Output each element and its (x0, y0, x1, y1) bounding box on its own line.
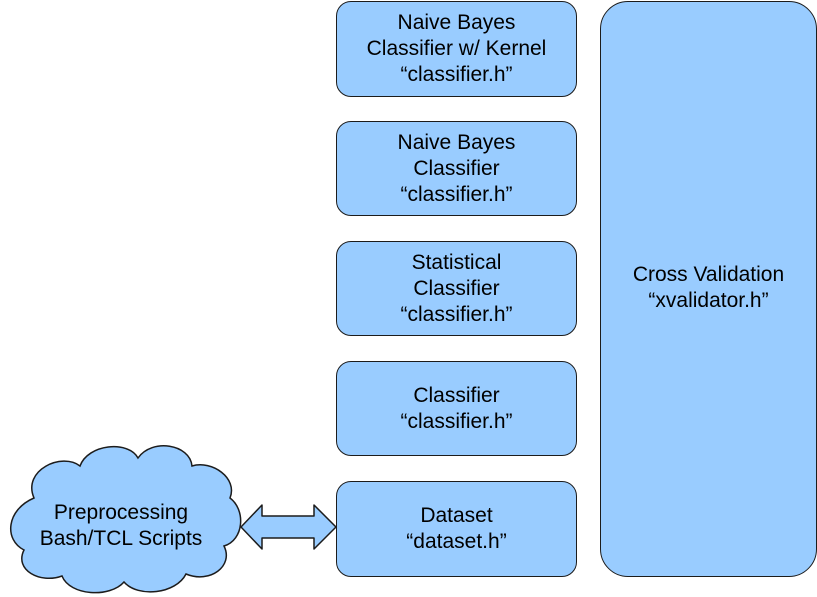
naive-bayes-line-1: Naive Bayes (397, 130, 516, 154)
cloud-line-1: Preprocessing (53, 501, 189, 524)
preprocessing-cloud-shape (10, 445, 242, 594)
statistical-line-1: Statistical (411, 250, 502, 274)
cross-validation-file: “xvalidator.h” (648, 289, 769, 312)
naive-bayes-box: Naive Bayes Classifier “classifier.h” (336, 121, 577, 216)
classifier-line-1: Classifier (413, 383, 500, 407)
naive-bayes-kernel-box: Naive Bayes Classifier w/ Kernel “classi… (336, 1, 577, 97)
cross-validation-box: Cross Validation “xvalidator.h” (600, 1, 817, 577)
statistical-line-2: Classifier (413, 276, 500, 300)
classifier-box: Classifier “classifier.h” (336, 361, 577, 456)
cloud-line-2: Bash/TCL Scripts (39, 527, 203, 550)
statistical-classifier-box: Statistical Classifier “classifier.h” (336, 241, 577, 336)
naive-bayes-kernel-file: “classifier.h” (400, 63, 513, 86)
double-arrow (240, 504, 337, 550)
dataset-line-1: Dataset (420, 504, 493, 527)
dataset-box: Dataset “dataset.h” (336, 481, 577, 577)
preprocessing-cloud: Preprocessing Bash/TCL Scripts (10, 500, 232, 552)
statistical-file: “classifier.h” (400, 302, 513, 326)
classifier-file: “classifier.h” (400, 409, 513, 433)
naive-bayes-file: “classifier.h” (400, 182, 513, 206)
naive-bayes-kernel-line-1: Naive Bayes (397, 11, 516, 34)
naive-bayes-kernel-line-2: Classifier w/ Kernel (366, 37, 547, 60)
cross-validation-line-1: Cross Validation (632, 263, 785, 286)
naive-bayes-line-2: Classifier (413, 156, 500, 180)
dataset-file: “dataset.h” (406, 530, 507, 553)
